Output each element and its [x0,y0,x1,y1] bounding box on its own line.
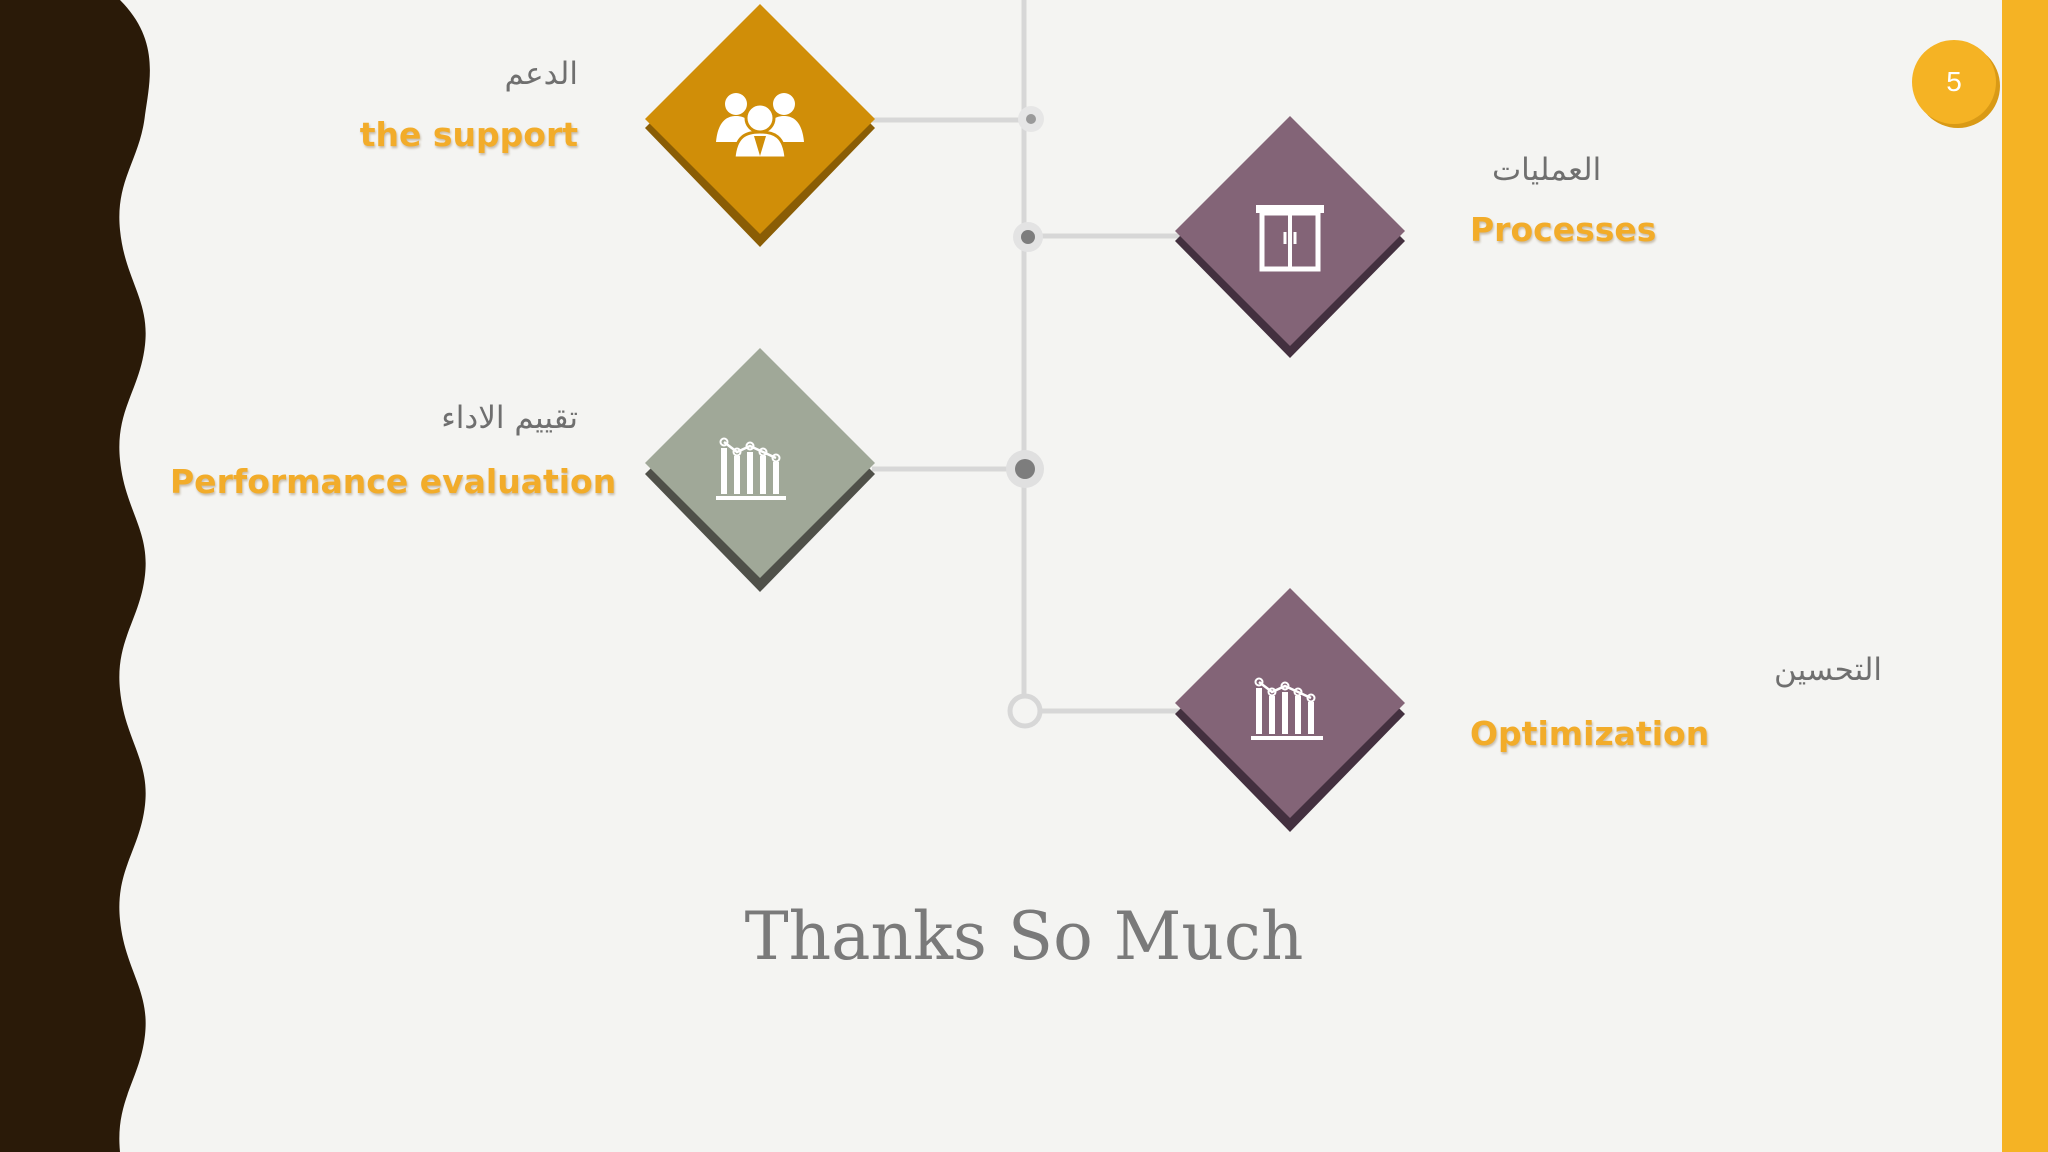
right-accent-bar [2002,0,2048,1152]
bar-chart-icon [1251,677,1323,740]
timeline-node-3 [1006,450,1044,488]
closing-title: Thanks So Much [744,898,1304,975]
bar-chart-icon [716,437,786,500]
diamond-performance [645,348,875,592]
label-english-processes: Processes [1470,210,1657,249]
cabinet-icon [1256,205,1324,272]
timeline-node-1 [1018,106,1044,132]
diamond-processes [1175,116,1405,358]
label-arabic-optimization: التحسين [1774,652,1883,688]
left-wavy-band [0,0,150,1152]
label-arabic-processes: العمليات [1492,152,1602,188]
label-english-support: the support [359,115,578,154]
timeline-node-4 [1007,693,1043,729]
label-arabic-support: الدعم [504,56,578,92]
label-english-performance: Performance evaluation [170,462,617,501]
diamond-support [645,4,875,247]
people-icon [716,93,804,160]
timeline-node-2 [1013,222,1043,252]
slide-number-badge: 5 [1912,40,1996,124]
label-english-optimization: Optimization [1470,714,1710,753]
diamond-optimization [1175,588,1405,832]
label-arabic-performance: تقييم الاداء [441,400,578,436]
